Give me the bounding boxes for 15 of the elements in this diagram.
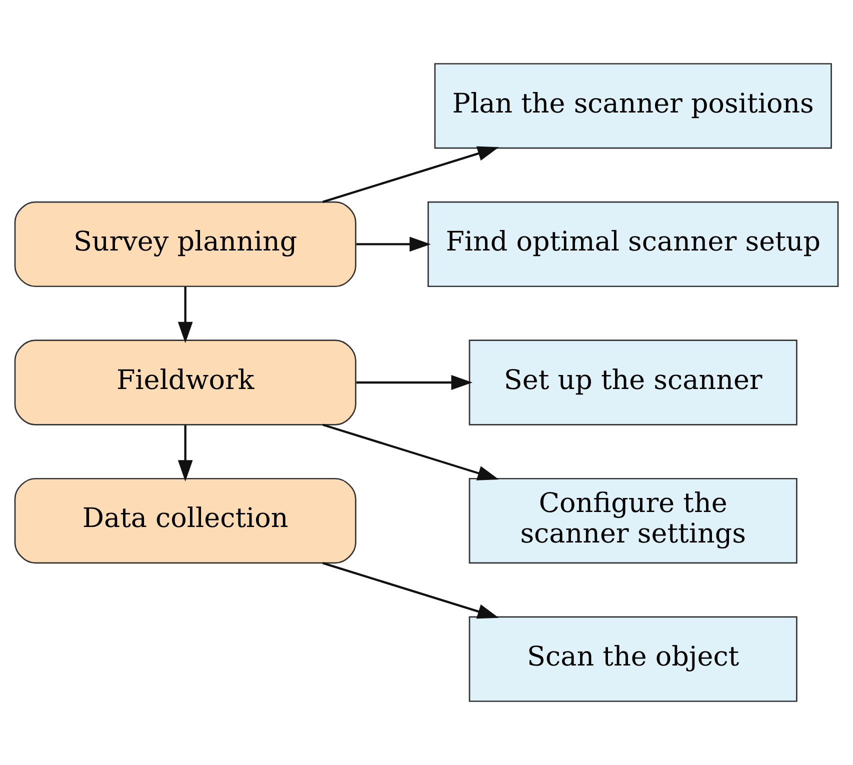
arrow (178, 286, 193, 344)
arrow (178, 425, 193, 482)
arrow (322, 424, 499, 480)
node-box: Plan the scanner positions (434, 63, 832, 149)
arrow (356, 375, 473, 390)
arrow (356, 236, 431, 252)
node-box: Scan the object (468, 616, 798, 702)
arrow (322, 562, 499, 619)
arrow (322, 146, 499, 203)
node-box: Configure the scanner settings (468, 478, 798, 564)
node-box: Find optimal scanner setup (428, 201, 839, 288)
node-box: Survey planning (14, 201, 356, 288)
node-box: Set up the scanner (468, 340, 798, 426)
node-box: Fieldwork (14, 340, 356, 426)
node-box: Data collection (14, 478, 356, 564)
